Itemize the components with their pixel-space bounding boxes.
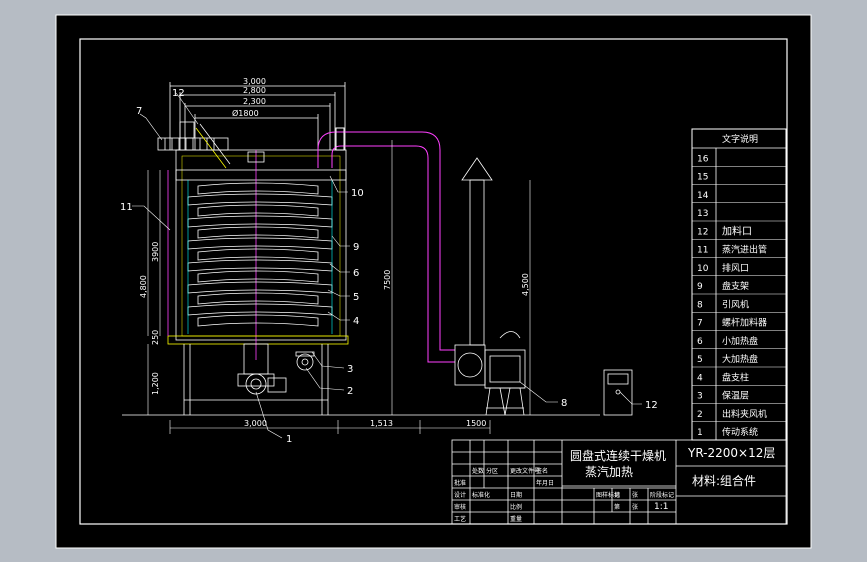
parts-row-number: 2 [697, 410, 703, 420]
model-number: YR-2200×12层 [687, 446, 775, 460]
parts-row-name: 盘支柱 [722, 371, 749, 383]
dim-height-stand: 1,200 [151, 372, 160, 395]
title-block-cell: 张 [632, 491, 638, 499]
callout-8: 8 [561, 398, 567, 409]
parts-row-name: 保温层 [722, 390, 749, 402]
callout-1: 1 [286, 434, 292, 445]
dim-fan-span: 1500 [466, 419, 486, 428]
dryer-top-cap [175, 169, 347, 181]
callout-5: 5 [353, 292, 359, 303]
discharge-fan [295, 351, 315, 371]
title-block-cell: 批准 [454, 479, 466, 487]
callout-7: 7 [136, 106, 142, 117]
dim-base-width: 3,000 [244, 419, 267, 428]
parts-row-name: 蒸汽进出管 [722, 244, 767, 256]
parts-row-number: 11 [697, 246, 708, 256]
title-block-cell: 处数 [472, 467, 484, 475]
title-block-cell: 重量 [510, 515, 522, 523]
exhaust-duct [317, 127, 455, 363]
title-block [451, 439, 787, 525]
dim-gap: 1,513 [370, 419, 393, 428]
parts-row-number: 1 [697, 428, 703, 438]
parts-row-number: 16 [697, 154, 709, 164]
dim-top-3: Ø1800 [232, 108, 259, 118]
title-block-cell: 第 [614, 503, 620, 511]
parts-row-number: 13 [697, 209, 708, 219]
callout-3: 3 [347, 364, 353, 375]
callout-11: 11 [120, 202, 133, 213]
parts-row-number: 3 [697, 392, 703, 402]
parts-row-name: 引风机 [722, 298, 749, 310]
support-legs [183, 344, 329, 415]
callout-9: 9 [353, 242, 359, 253]
parts-row-name: 盘支架 [722, 280, 749, 292]
callout-12-feed: 12 [172, 88, 185, 99]
title-block-cell: 设计 [454, 491, 466, 499]
parts-row-number: 8 [697, 300, 703, 310]
parts-row-number: 5 [697, 355, 703, 365]
induced-draft-fan [454, 157, 526, 416]
dryer-assembly [122, 82, 600, 416]
dim-small: 250 [151, 330, 160, 345]
title-block-cell: 更改文件号 [510, 467, 540, 475]
dim-height-duct: 7500 [383, 270, 392, 290]
parts-row-number: 15 [697, 173, 708, 183]
title-block-cell: 阶段标记 [650, 491, 674, 499]
title-block-cell: 工艺 [454, 515, 466, 523]
drive-system [237, 343, 287, 395]
dim-top-2: 2,300 [243, 97, 266, 106]
title-line1: 圆盘式连续干燥机 [570, 448, 666, 463]
material: 材料:组合件 [692, 473, 756, 488]
parts-row-name: 大加热盘 [722, 353, 758, 365]
callout-leaders [132, 92, 642, 439]
title-block-cell: 分区 [486, 467, 498, 475]
parts-row-name: 小加热盘 [722, 335, 758, 347]
drawing-frame [79, 38, 788, 525]
parts-row-name: 螺杆加料器 [722, 317, 767, 329]
callout-6: 6 [353, 268, 359, 279]
callout-4: 4 [353, 316, 359, 327]
dryer-shell [175, 149, 347, 341]
parts-row-name: 出料夹风机 [722, 408, 767, 420]
dim-height-total: 4,800 [139, 275, 148, 298]
title-block-cell: 比例 [510, 503, 522, 511]
callout-12-box: 12 [645, 400, 658, 411]
title-block-cell: 共 [614, 491, 620, 499]
screw-feeder [157, 121, 231, 169]
dim-top-1: 2,800 [243, 86, 266, 95]
callout-10: 10 [351, 188, 364, 199]
title-block-cell: 签名 [536, 467, 548, 475]
parts-row-number: 6 [697, 337, 703, 347]
scale: 1:1 [654, 502, 668, 512]
heating-trays [187, 182, 333, 327]
title-block-cell: 日期 [510, 491, 522, 499]
parts-row-number: 4 [697, 373, 703, 383]
bottom-dimension-lines [169, 420, 491, 434]
title-block-cell: 审核 [454, 503, 466, 511]
parts-row-number: 12 [697, 227, 708, 237]
parts-row-number: 14 [697, 191, 709, 201]
parts-list-header: 文字说明 [722, 133, 758, 145]
dim-height-body: 3900 [151, 242, 160, 262]
parts-row-name: 加料口 [722, 224, 752, 237]
callout-2: 2 [347, 386, 353, 397]
dim-top-0: 3,000 [243, 77, 266, 86]
parts-row-number: 7 [697, 319, 703, 329]
parts-row-name: 传动系统 [722, 426, 758, 438]
parts-row-name: 排风口 [722, 262, 749, 274]
top-dimension-lines [169, 82, 346, 150]
title-block-cell: 图样标记 [596, 491, 620, 499]
title-line2: 蒸汽加热 [585, 464, 633, 479]
dim-height-chimney: 4,500 [521, 273, 530, 296]
parts-row-number: 9 [697, 282, 703, 292]
vertical-dimension-lines [147, 140, 531, 415]
title-block-cell: 年月日 [536, 479, 554, 487]
title-block-cell: 标准化 [472, 491, 490, 499]
title-block-cell: 张 [632, 503, 638, 511]
parts-row-number: 10 [697, 264, 709, 274]
